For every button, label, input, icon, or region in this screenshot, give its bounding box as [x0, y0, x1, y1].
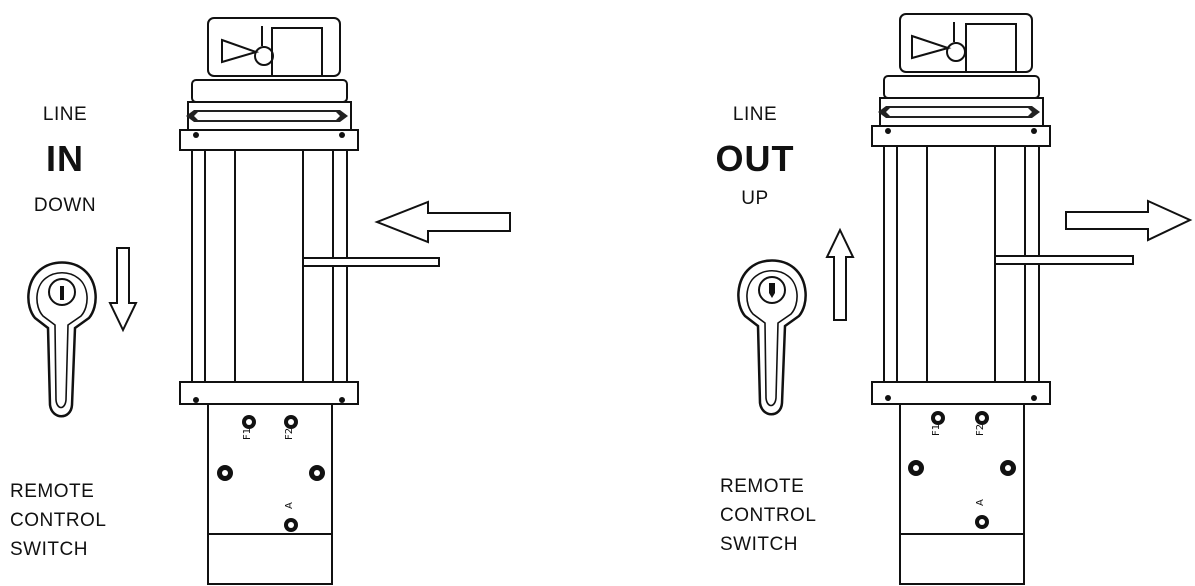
svg-text:F2: F2 [975, 424, 986, 436]
mode-label-in: IN [46, 138, 84, 179]
port-f2: F2 [284, 415, 298, 440]
direction-label-up: UP [741, 188, 769, 209]
valve-handle-icon [221, 38, 260, 64]
port-f2: F2 [975, 411, 989, 436]
line-label: LINE [42, 104, 88, 125]
line-label: LINE [732, 104, 778, 125]
motor-cap [207, 17, 341, 77]
panel-line-in: LINE IN DOWN REMOTE CONTROL SWITCH [0, 0, 560, 586]
svg-text:F1: F1 [242, 428, 253, 440]
remote-control-switch-label: REMOTE CONTROL SWITCH [720, 476, 817, 555]
line-out-arrow-icon [1065, 199, 1193, 242]
winch-body: F1 F2 A [179, 17, 511, 585]
mount-bolt-left [217, 465, 233, 481]
remote-switch-diagram [27, 247, 138, 418]
port-f1: F1 [931, 411, 945, 436]
winch-body: F1 F2 A [871, 13, 1193, 585]
port-a: A [284, 502, 298, 532]
winch-cable [302, 257, 440, 267]
line-in-arrow-icon [374, 200, 511, 244]
direction-label-down: DOWN [33, 195, 97, 216]
port-f1: F1 [242, 415, 256, 440]
panel-line-out: LINE OUT UP REMOTE CONTROL SWITCH [690, 0, 1195, 586]
up-arrow-icon [825, 227, 855, 321]
mount-bolt-right [1000, 460, 1016, 476]
mount-bolt-left [908, 460, 924, 476]
svg-text:F1: F1 [931, 424, 942, 436]
down-arrow-icon [108, 247, 138, 333]
remote-control-switch-label: REMOTE CONTROL SWITCH [10, 481, 107, 560]
svg-text:F2: F2 [284, 428, 295, 440]
port-a: A [975, 499, 989, 529]
valve-handle-icon [911, 34, 952, 60]
remote-switch-icon [737, 259, 807, 416]
mount-bolt-right [309, 465, 325, 481]
winch-cable [994, 255, 1134, 265]
svg-text:A: A [284, 502, 295, 509]
remote-switch-diagram [737, 227, 855, 416]
svg-text:A: A [975, 499, 986, 506]
mode-label-out: OUT [715, 138, 795, 179]
remote-switch-icon [27, 261, 97, 418]
